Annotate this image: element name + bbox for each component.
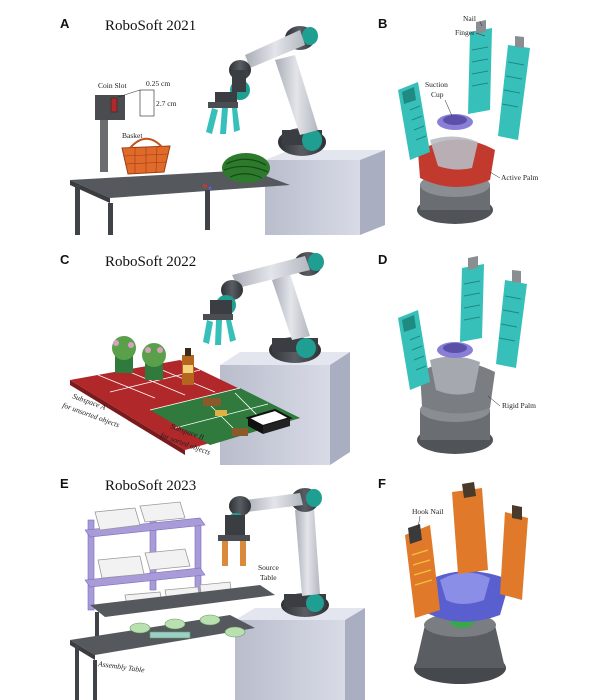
coin-slot-label: Coin Slot: [98, 81, 127, 90]
robot-pedestal: [235, 620, 345, 700]
panel-c-title: RoboSoft 2022: [105, 254, 196, 270]
source-table-label-1: Source: [258, 563, 279, 572]
finger-right: [500, 505, 528, 600]
panel-b-letter: B: [378, 16, 387, 31]
panel-e-title: RoboSoft 2023: [105, 478, 196, 494]
panel-c: C RoboSoft 2022 Subspace A for unsorted …: [60, 252, 350, 465]
basket-label: Basket: [122, 131, 143, 140]
robot-pedestal: [265, 160, 360, 235]
active-palm-label: Active Palm: [501, 173, 538, 182]
panel-a: A RoboSoft 2021 Coin Slot 0.25 cm 2.7 cm…: [60, 16, 385, 235]
dim-width-label: 0.25 cm: [146, 79, 170, 88]
coin-slot: [110, 97, 118, 113]
finger-middle: [468, 20, 492, 114]
panel-d-letter: D: [378, 252, 387, 267]
suction-cup-label-1: Suction: [425, 80, 448, 89]
dim-height-label: 2.7 cm: [156, 99, 177, 108]
assembly-parts: [129, 614, 246, 639]
suction-cup-label-2: Cup: [431, 90, 444, 99]
robot-arm-c: [203, 252, 324, 363]
coin-slot-box: [95, 95, 125, 120]
hook-nail-label: Hook Nail: [412, 507, 443, 516]
source-table: [90, 585, 275, 617]
finger-right: [496, 270, 527, 368]
nail-label: Nail: [463, 14, 476, 23]
finger-label: Finger: [455, 28, 475, 37]
panel-c-letter: C: [60, 252, 70, 267]
finger-left: [398, 82, 430, 160]
assembly-table-label: Assembly Table: [97, 659, 146, 675]
finger-middle: [452, 482, 488, 574]
panel-a-letter: A: [60, 16, 70, 31]
finger-left: [398, 310, 430, 390]
finger-right: [498, 36, 530, 140]
finger-middle: [460, 256, 484, 342]
panel-f-letter: F: [378, 476, 386, 491]
panel-b: B Nail Finger Suction: [378, 14, 538, 224]
finger-left: [405, 524, 440, 618]
panel-e: E RoboSoft 2023 Source Table: [60, 476, 365, 700]
rigid-palm-label: Rigid Palm: [502, 401, 536, 410]
panel-e-letter: E: [60, 476, 69, 491]
panel-a-title: RoboSoft 2021: [105, 18, 196, 34]
robot-arm-e: [218, 488, 329, 617]
panel-f: F Hook Nail: [378, 476, 528, 684]
panel-d: D Rigid Palm: [378, 252, 536, 454]
source-table-label-2: Table: [260, 573, 277, 582]
table-leg: [75, 185, 80, 235]
potted-plant: [112, 336, 166, 380]
robot-arm-a: [206, 26, 326, 156]
